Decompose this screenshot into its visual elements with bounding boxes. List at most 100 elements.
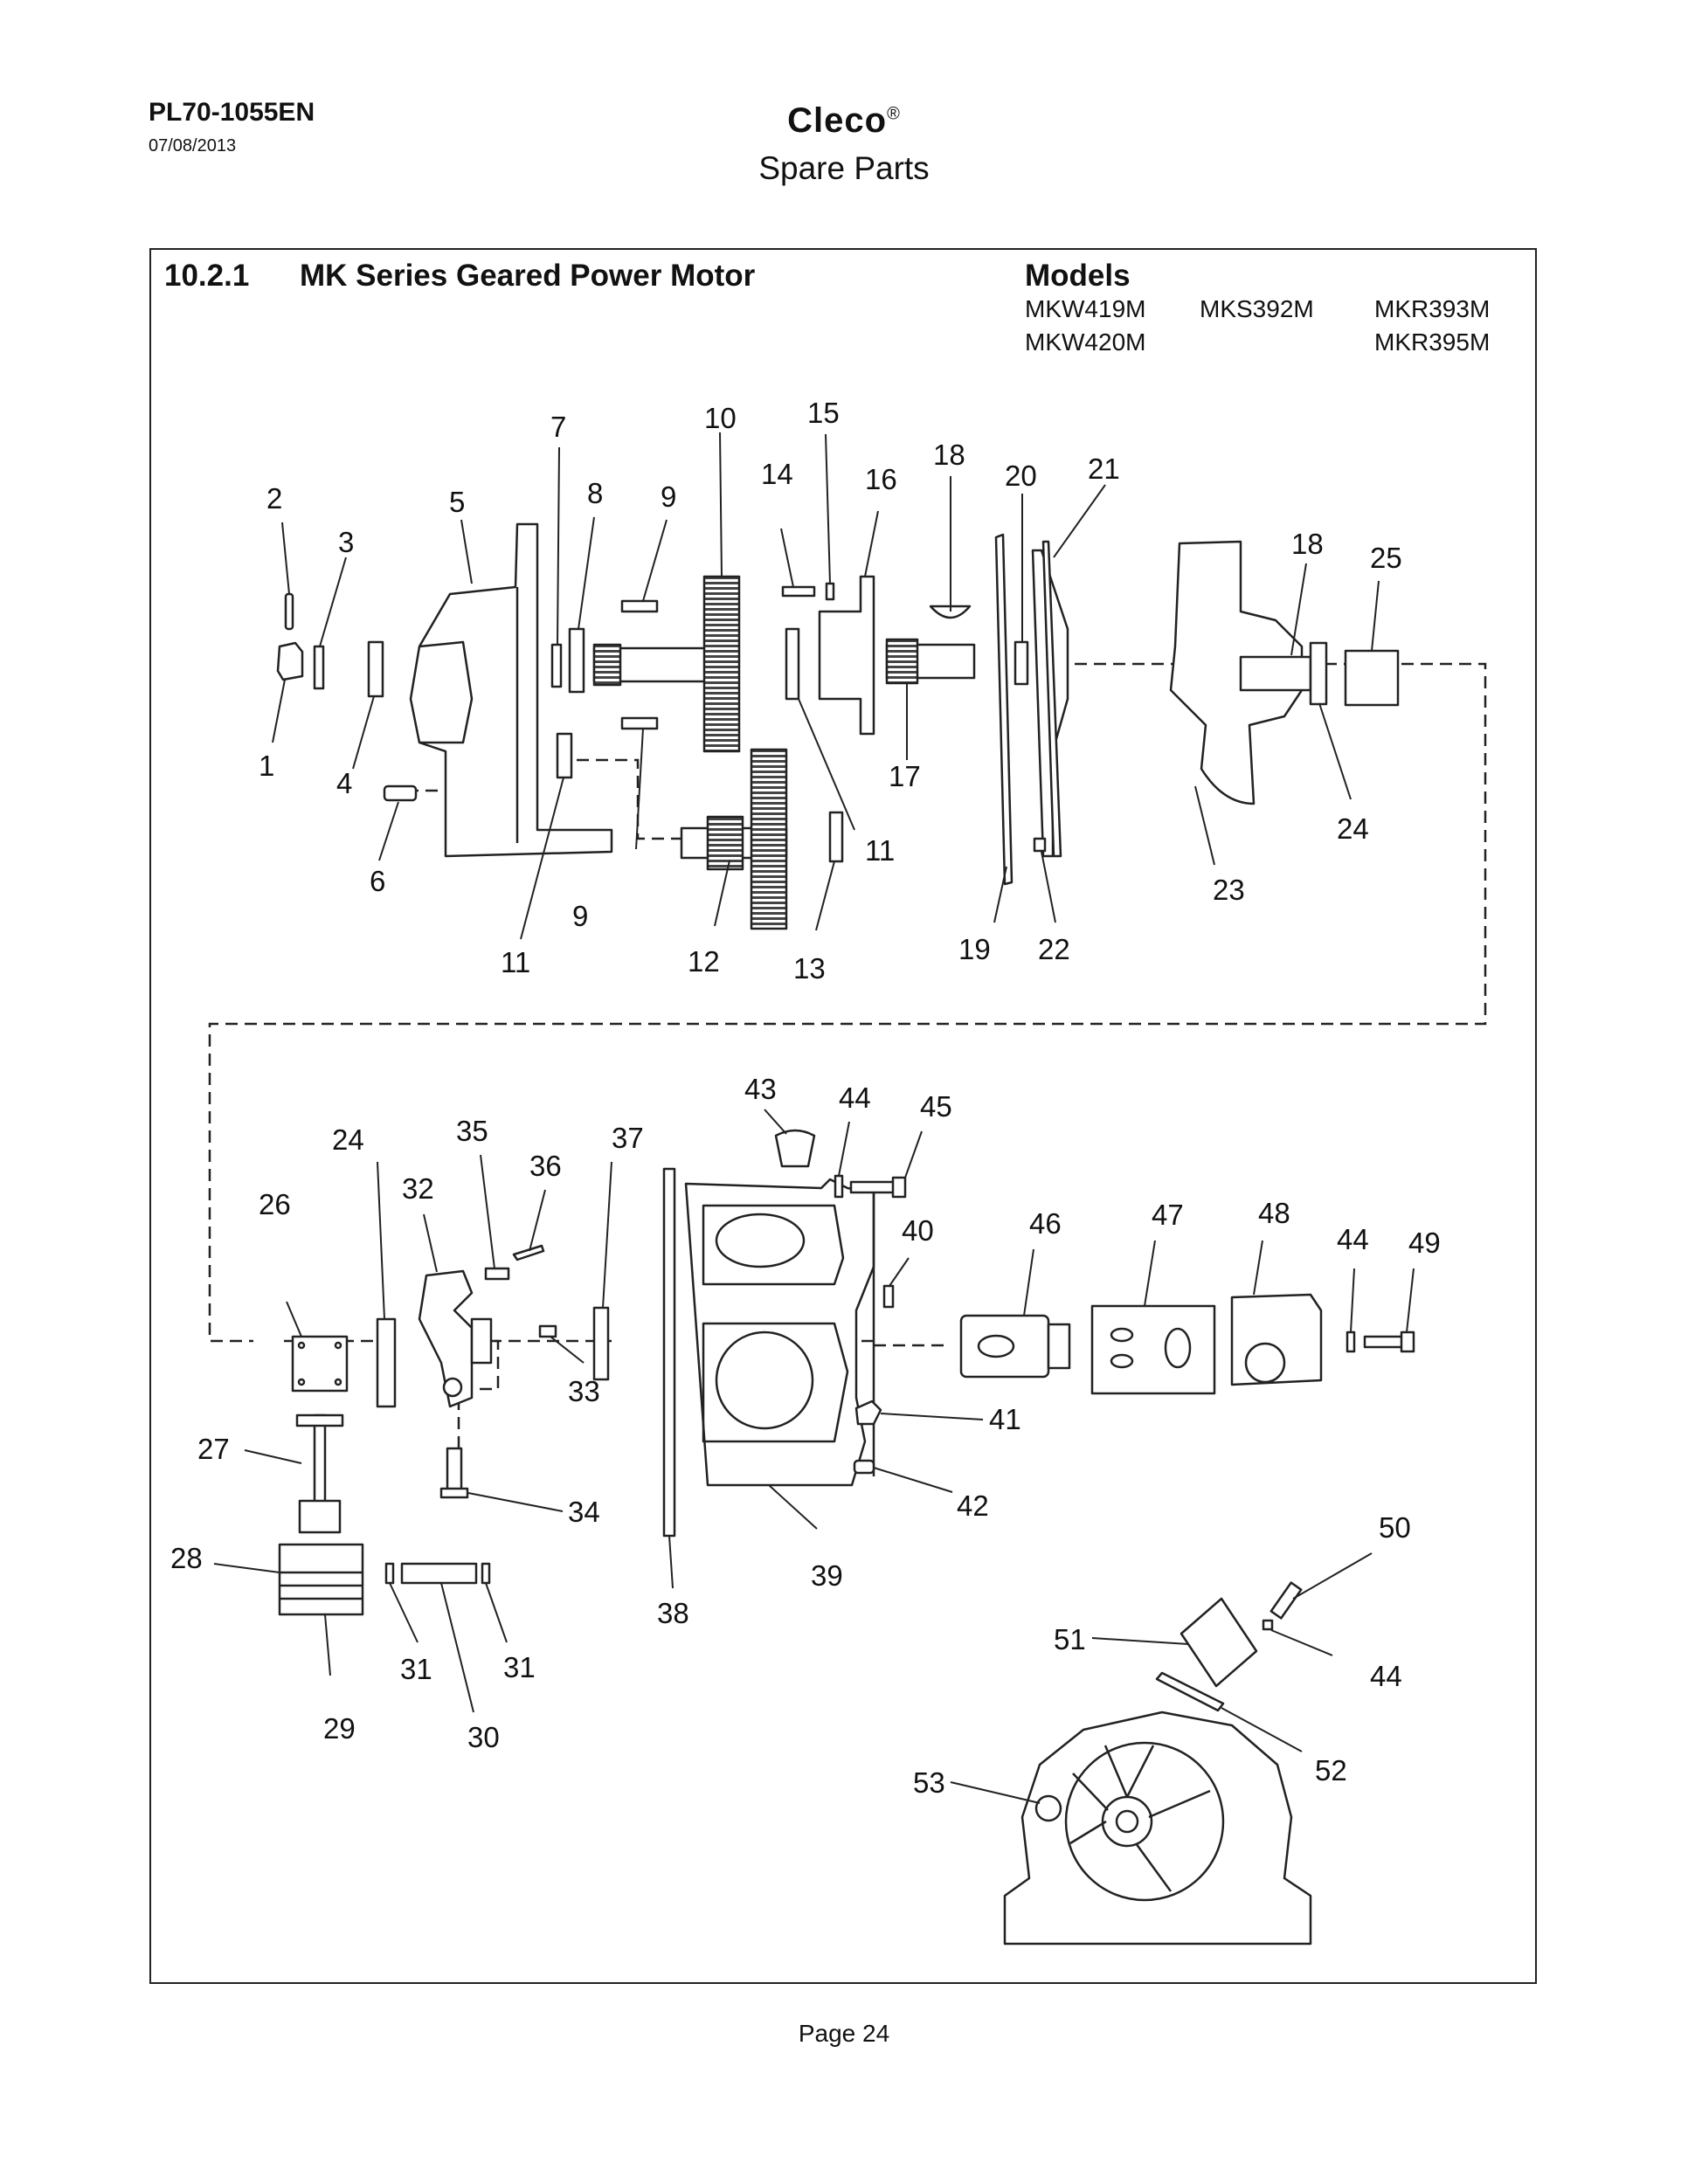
part-44-washer [1262, 1619, 1274, 1631]
part-label: 24 [1337, 812, 1369, 845]
part-label: 25 [1370, 542, 1402, 574]
part-23-flange [1169, 540, 1304, 805]
document-number: PL70-1055EN [149, 98, 315, 127]
part-label: 14 [761, 458, 793, 490]
part-33-pin [538, 1324, 557, 1338]
part-label: 4 [336, 767, 352, 799]
model-name: MKR393M [1374, 295, 1491, 322]
part-50-screw [1269, 1581, 1303, 1620]
part-25-bushing [1344, 649, 1400, 707]
part-4-spacer [367, 640, 384, 698]
part-9-key [620, 599, 659, 613]
part-label: 28 [170, 1542, 203, 1574]
part-24-bearing [1309, 641, 1328, 706]
part-label: 6 [370, 865, 385, 897]
part-5-housing [409, 522, 613, 858]
part-label: 20 [1005, 460, 1037, 492]
part-41-fitting [854, 1400, 882, 1426]
part-17-pinion [885, 638, 919, 685]
part-label: 49 [1408, 1227, 1441, 1259]
part-49-screw [1363, 1335, 1405, 1349]
model-name: MKR395M [1374, 328, 1491, 356]
part-label: 27 [197, 1433, 230, 1465]
part-28-piston [278, 1543, 364, 1616]
part-1-fitting [276, 641, 304, 681]
part-10-gear [702, 575, 741, 753]
part-47-plate [1090, 1304, 1216, 1395]
part-11-spacer [785, 627, 800, 701]
part-label: 44 [839, 1082, 871, 1114]
part-34-screw [446, 1447, 463, 1496]
model-name: MKS392M [1200, 295, 1314, 322]
part-label: 42 [957, 1489, 989, 1522]
part-36-cotter [512, 1244, 545, 1261]
part-label: 3 [338, 526, 354, 558]
part-label: 31 [503, 1651, 536, 1683]
part-20-spacer [1013, 640, 1029, 686]
part-label: 2 [266, 482, 282, 515]
part-label: 17 [889, 760, 921, 792]
part-12-gear [750, 748, 788, 930]
registered-mark: ® [887, 104, 901, 124]
part-15-washer [825, 582, 835, 601]
part-43-cap [774, 1129, 816, 1168]
part-label: 31 [400, 1653, 432, 1685]
part-38-gasket [662, 1167, 676, 1538]
part-16-carrier [818, 575, 875, 736]
part-9-key [620, 716, 659, 730]
part-52-gasket [1155, 1671, 1225, 1712]
page-number: Page 24 [798, 2020, 890, 2047]
part-label: 11 [501, 946, 530, 978]
brand-logo: Cleco® [0, 101, 1688, 141]
part-label: 16 [865, 463, 897, 495]
part-label: 46 [1029, 1207, 1062, 1240]
part-2-pin [284, 592, 294, 631]
part-label: 21 [1088, 453, 1120, 485]
part-31-clip [481, 1562, 491, 1585]
part-27-valve-stem [313, 1413, 327, 1504]
part-label: 52 [1315, 1754, 1347, 1787]
part-label: 22 [1038, 933, 1070, 965]
part-label: 34 [568, 1496, 600, 1528]
part-51-filter [1180, 1597, 1258, 1688]
part-label: 13 [793, 952, 826, 985]
section-title: MK Series Geared Power Motor [300, 259, 756, 293]
part-label: 9 [572, 900, 588, 932]
part-label: 7 [550, 411, 566, 443]
part-3-washer [313, 645, 325, 690]
part-label: 47 [1152, 1199, 1184, 1231]
part-8-washer [568, 627, 585, 694]
part-6-setscrew [383, 784, 418, 802]
part-44-washer [1346, 1330, 1356, 1353]
part-7-shim [550, 643, 563, 688]
part-label: 48 [1258, 1197, 1290, 1229]
section-number: 10.2.1 [164, 259, 250, 293]
part-27-valve-body [298, 1499, 342, 1534]
model-name: MKW419M [1025, 295, 1146, 322]
part-label: 12 [688, 945, 720, 978]
page-subtitle: Spare Parts [758, 150, 930, 186]
document-date: 07/08/2013 [149, 136, 237, 156]
part-label: 23 [1213, 874, 1245, 906]
part-labels: 1 2 3 4 5 6 7 8 9 9 10 11 11 12 13 14 15… [170, 397, 1441, 1799]
part-label: 11 [865, 834, 895, 867]
part-label: 44 [1337, 1223, 1369, 1255]
part-35-nut [484, 1267, 510, 1281]
part-label: 19 [958, 933, 991, 965]
part-label: 5 [449, 486, 465, 518]
part-label: 24 [332, 1123, 364, 1156]
part-label: 36 [529, 1150, 562, 1182]
part-label: 33 [568, 1375, 600, 1407]
part-label: 53 [913, 1766, 945, 1799]
part-label: 29 [323, 1712, 356, 1745]
part-11-spacer [556, 732, 573, 779]
part-label: 26 [259, 1188, 291, 1220]
part-31-clip [384, 1562, 395, 1585]
part-label: 40 [902, 1214, 934, 1247]
part-label: 35 [456, 1115, 488, 1147]
leader-lines [213, 432, 1415, 1804]
models-heading: Models [1025, 259, 1131, 293]
part-45-screw [849, 1180, 896, 1194]
part-44-washer [834, 1174, 844, 1199]
